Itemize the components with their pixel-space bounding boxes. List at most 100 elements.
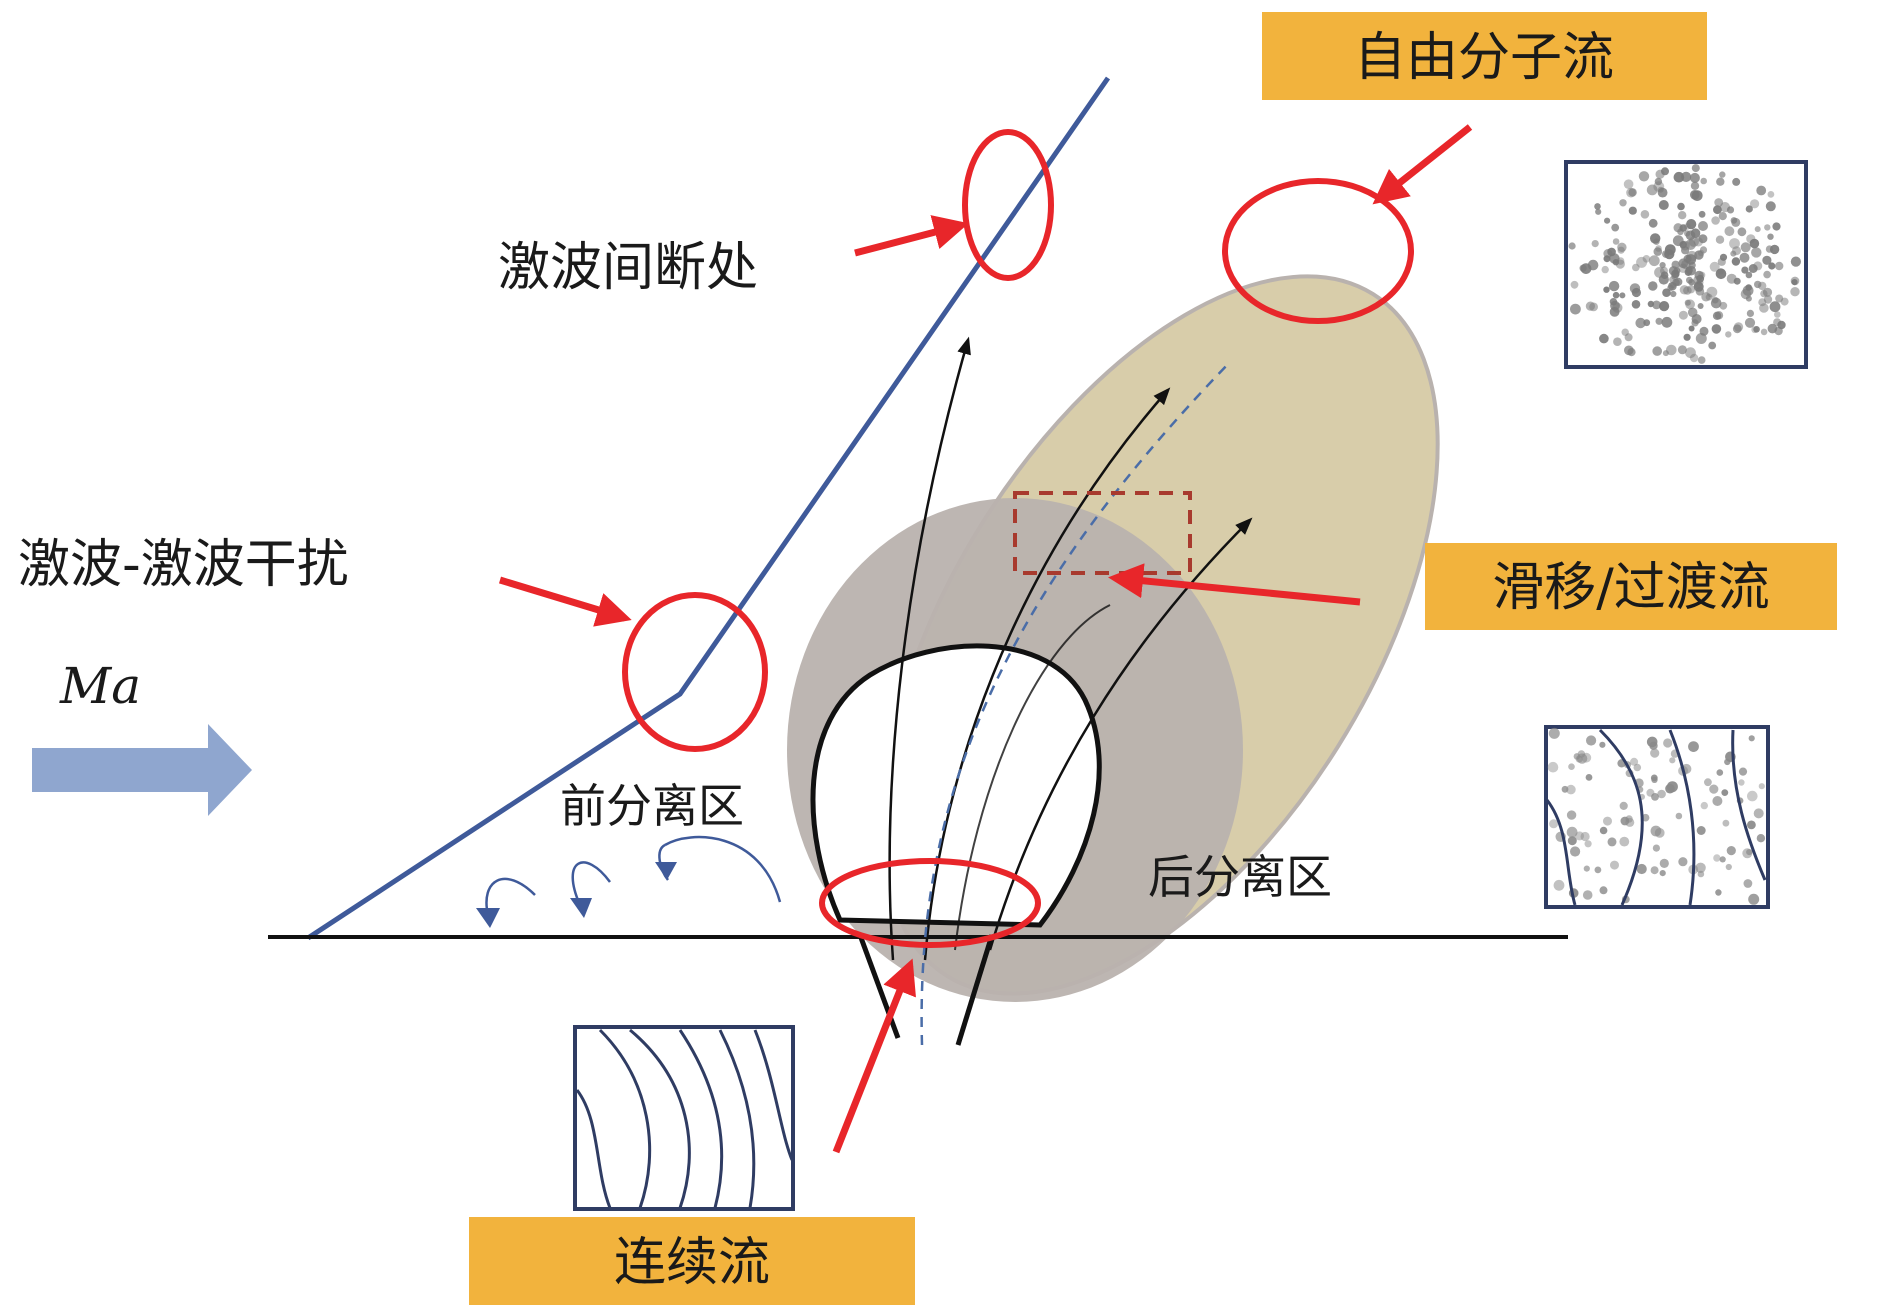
plume-centerline-dashed <box>920 361 1231 1046</box>
molecule-dot <box>1650 825 1662 837</box>
molecule-dot <box>1747 790 1758 802</box>
molecule-dot <box>1697 303 1704 309</box>
molecule-dot <box>1650 866 1659 875</box>
molecule-dot <box>1719 856 1726 863</box>
molecule-dot <box>1743 879 1753 888</box>
molecule-dot <box>1599 826 1608 835</box>
molecule-dot <box>1586 735 1597 746</box>
molecule-dot <box>1756 185 1767 196</box>
free-molecular-arrow <box>1372 124 1473 205</box>
molecule-dot <box>1635 317 1646 329</box>
molecule-dot <box>1688 325 1695 332</box>
molecule-dot <box>1749 238 1760 249</box>
molecule-dot <box>1684 268 1693 276</box>
molecule-dot <box>1636 256 1648 268</box>
streamline-3 <box>954 604 1111 951</box>
molecule-dot <box>1698 221 1708 231</box>
molecule-dot <box>1738 767 1748 776</box>
molecule-dot <box>1566 784 1576 795</box>
molecule-dot <box>1673 267 1681 275</box>
molecule-dot <box>1619 836 1630 847</box>
molecule-dot <box>1686 276 1693 284</box>
molecule-dot <box>1750 199 1760 209</box>
slip-transition-flow-label: 滑移/过渡流 <box>1492 558 1770 618</box>
molecule-dot <box>1700 177 1707 185</box>
molecule-dot <box>1601 265 1609 274</box>
molecule-dot <box>1570 280 1579 289</box>
free-molecular-inset <box>1564 160 1808 369</box>
molecule-dot <box>1684 223 1691 230</box>
molecule-dot <box>1653 247 1663 256</box>
molecule-dot <box>1661 316 1673 328</box>
molecule-dot <box>1719 171 1726 178</box>
molecule-dot <box>1715 268 1727 280</box>
molecule-dot <box>1744 317 1756 328</box>
molecule-dot <box>1625 817 1635 827</box>
molecule-dot <box>1775 261 1784 271</box>
molecule-dot <box>1725 863 1732 871</box>
molecule-dot <box>1698 234 1708 244</box>
molecule-dot <box>1745 205 1753 213</box>
molecule-dot <box>1683 286 1692 295</box>
molecule-dot <box>1732 177 1741 186</box>
molecule-dot <box>1745 284 1752 291</box>
molecule-dot <box>1764 224 1771 231</box>
molecule-dot <box>1753 808 1764 819</box>
molecule-dot <box>1646 184 1658 196</box>
molecule-dot <box>1678 310 1688 320</box>
molecule-dot <box>1708 341 1717 350</box>
molecule-dot <box>1566 810 1577 820</box>
molecule-dot <box>1617 246 1625 254</box>
molecule-dot <box>1685 230 1696 241</box>
molecule-dot <box>1624 345 1634 356</box>
molecule-dot <box>1704 778 1712 787</box>
molecule-dot <box>1612 302 1623 313</box>
molecule-dot <box>1655 317 1663 325</box>
molecule-dot <box>1772 222 1781 231</box>
molecule-dot <box>1722 819 1730 827</box>
molecule-dot <box>1608 280 1620 292</box>
molecule-dot <box>1585 774 1593 781</box>
molecule-dot <box>1713 205 1722 215</box>
front-separation-vortices <box>485 835 782 916</box>
molecule-dot <box>1769 244 1780 255</box>
molecule-dot <box>1705 293 1713 301</box>
molecule-dot <box>1570 846 1581 857</box>
mach-number-label: Ma <box>59 657 141 715</box>
molecule-dot <box>1689 172 1700 183</box>
molecule-dot <box>1658 200 1669 210</box>
molecule-dot <box>1746 234 1756 244</box>
molecule-dot <box>1599 741 1606 748</box>
streamline-2 <box>923 387 1171 961</box>
molecule-dot <box>1698 271 1706 279</box>
molecule-dot <box>1733 322 1744 332</box>
molecule-dot <box>1677 202 1685 211</box>
molecule-dot <box>1580 831 1590 842</box>
molecule-dot <box>1780 297 1789 306</box>
molecule-dot <box>1730 217 1738 224</box>
molecule-dot <box>1751 247 1762 258</box>
molecule-dot <box>1594 866 1602 874</box>
molecule-dot <box>1685 254 1697 265</box>
molecule-dot <box>1630 757 1639 766</box>
molecule-dot <box>1718 212 1727 221</box>
molecule-dot <box>1725 331 1732 338</box>
molecule-dot <box>1648 218 1658 228</box>
molecule-dot <box>1650 774 1658 782</box>
molecule-dot <box>1670 290 1677 298</box>
molecule-dot <box>1599 333 1609 344</box>
molecule-dot <box>1697 356 1706 364</box>
molecule-dot <box>1621 328 1629 336</box>
molecule-dot <box>1691 319 1699 327</box>
molecule-dot <box>1664 244 1676 256</box>
molecule-dot <box>1716 769 1724 776</box>
mach-flow-arrow <box>32 724 252 816</box>
free-molecular-tag-box <box>1262 12 1707 100</box>
molecule-dot <box>1633 763 1642 772</box>
molecule-dot <box>1719 253 1728 261</box>
molecule-dot <box>1583 865 1590 872</box>
molecule-dot <box>1759 303 1769 313</box>
molecule-dot <box>1636 863 1647 875</box>
molecule-dot <box>1619 199 1627 207</box>
molecule-dot <box>1553 879 1565 891</box>
